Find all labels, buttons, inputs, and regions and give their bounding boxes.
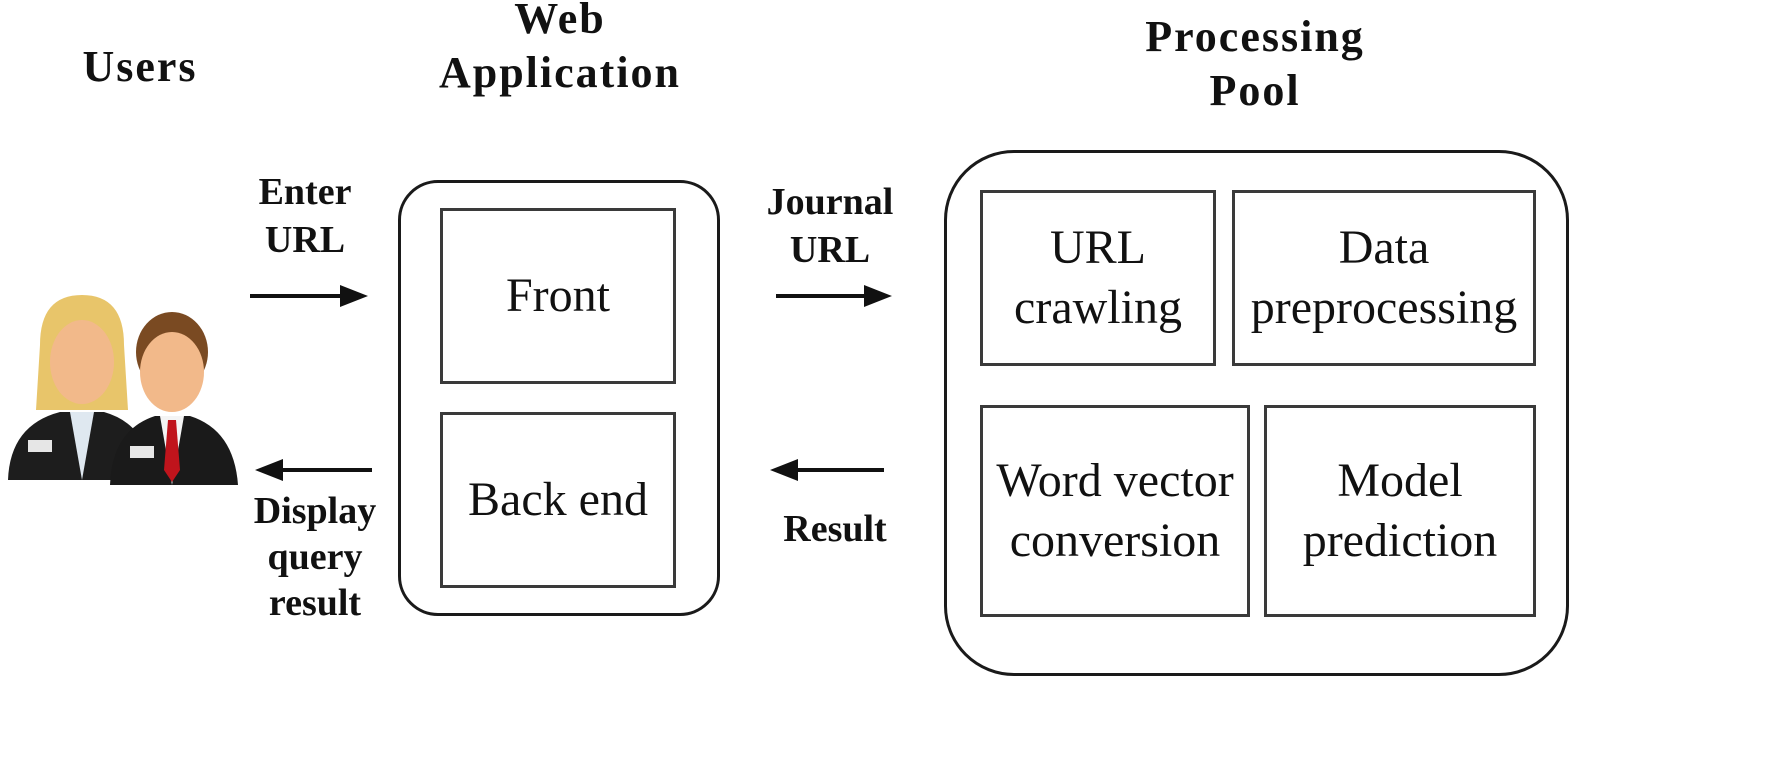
display-result-arrow xyxy=(255,459,372,481)
word-vector-conversion-box: Word vector conversion xyxy=(980,405,1250,617)
journal-url-arrow xyxy=(776,285,892,307)
enter-url-arrow xyxy=(250,285,368,307)
processing-pool-container xyxy=(944,150,1569,676)
result-label: Result xyxy=(783,508,887,550)
front-box: Front xyxy=(440,208,676,384)
processing-pool-heading: Processing Pool xyxy=(1145,12,1365,115)
journal-url-label: Journal URL xyxy=(766,181,894,271)
web-application-container xyxy=(398,180,720,616)
users-icon xyxy=(0,290,250,490)
model-prediction-box: Model prediction xyxy=(1264,405,1536,617)
users-heading: Users xyxy=(82,42,198,91)
result-arrow xyxy=(770,459,884,481)
web-application-heading: Web Application xyxy=(438,0,682,97)
display-query-result-label: Display query result xyxy=(253,490,377,624)
enter-url-label: Enter URL xyxy=(258,171,352,261)
url-crawling-box: URL crawling xyxy=(980,190,1216,366)
back-end-box: Back end xyxy=(440,412,676,588)
data-preprocessing-box: Data preprocessing xyxy=(1232,190,1536,366)
